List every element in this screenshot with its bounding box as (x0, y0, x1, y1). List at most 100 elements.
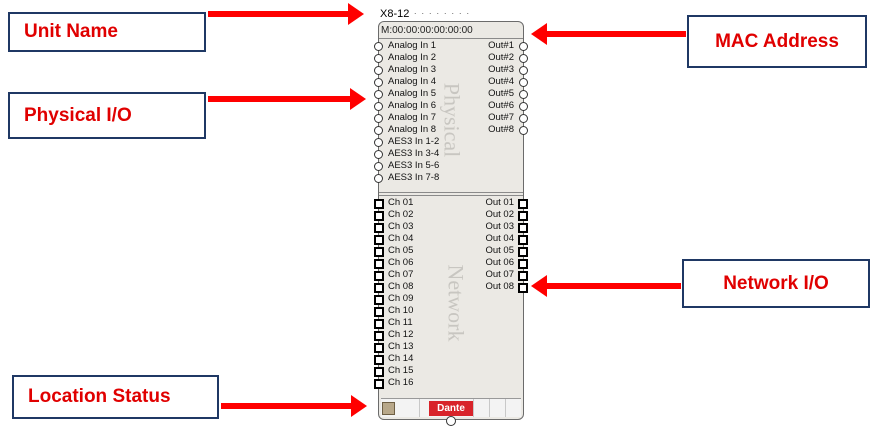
network-input-pin[interactable] (374, 211, 384, 221)
network-input-pin[interactable] (374, 259, 384, 269)
network-input-1: Ch 01 (388, 197, 414, 208)
location-status-indicator[interactable] (382, 402, 395, 415)
network-output-6: Out 06 (485, 257, 514, 268)
network-input-pin[interactable] (374, 271, 384, 281)
network-input-pin[interactable] (374, 343, 384, 353)
network-input-5: Ch 05 (388, 245, 414, 256)
network-input-pin[interactable] (374, 283, 384, 293)
callout-label: Location Status (28, 386, 171, 407)
network-input-pin[interactable] (374, 367, 384, 377)
physical-input-pin[interactable] (374, 174, 383, 183)
physical-input-8: Analog In 8 (388, 124, 437, 135)
callout-mac-address: MAC Address (687, 15, 867, 68)
physical-input-6: Analog In 6 (388, 100, 437, 111)
network-input-3: Ch 03 (388, 221, 414, 232)
arrow-network-io (531, 275, 681, 297)
network-output-8: Out 08 (485, 281, 514, 292)
callout-network-io: Network I/O (682, 259, 870, 308)
arrow-mac-address (531, 23, 686, 45)
network-input-pin[interactable] (374, 295, 384, 305)
physical-input-pin[interactable] (374, 102, 383, 111)
network-input-pin[interactable] (374, 199, 384, 209)
physical-input-1: Analog In 1 (388, 40, 437, 51)
physical-watermark: Physical (439, 82, 465, 158)
grid-dots: ........ (414, 6, 475, 16)
physical-input-pin[interactable] (374, 162, 383, 171)
network-input-9: Ch 09 (388, 293, 414, 304)
physical-input-9: AES3 In 1-2 (388, 136, 440, 147)
network-output-pin[interactable] (518, 283, 528, 293)
physical-input-pin[interactable] (374, 114, 383, 123)
callout-location-status: Location Status (12, 375, 219, 419)
network-input-pin[interactable] (374, 331, 384, 341)
network-output-pin[interactable] (518, 235, 528, 245)
network-input-2: Ch 02 (388, 209, 414, 220)
network-output-1: Out 01 (485, 197, 514, 208)
physical-input-pin[interactable] (374, 78, 383, 87)
physical-output-3: Out#3 (488, 64, 514, 75)
physical-output-2: Out#2 (488, 52, 514, 63)
callout-label: MAC Address (715, 30, 839, 52)
network-input-16: Ch 16 (388, 377, 414, 388)
physical-output-pin[interactable] (519, 66, 528, 75)
callout-unit-name: Unit Name (8, 12, 206, 52)
physical-input-pin[interactable] (374, 138, 383, 147)
device-block[interactable]: M:00:00:00:00:00:00 Physical Network Dan… (374, 21, 528, 426)
physical-network-separator (379, 192, 523, 193)
callout-label: Unit Name (24, 21, 118, 42)
physical-output-pin[interactable] (519, 54, 528, 63)
physical-network-separator-2 (379, 195, 523, 196)
network-input-10: Ch 10 (388, 305, 414, 316)
physical-input-pin[interactable] (374, 42, 383, 51)
physical-input-pin[interactable] (374, 126, 383, 135)
physical-output-7: Out#7 (488, 112, 514, 123)
network-input-15: Ch 15 (388, 365, 414, 376)
physical-output-8: Out#8 (488, 124, 514, 135)
network-input-pin[interactable] (374, 247, 384, 257)
bottom-connector-pin[interactable] (446, 416, 456, 426)
network-input-pin[interactable] (374, 355, 384, 365)
physical-output-5: Out#5 (488, 88, 514, 99)
physical-input-3: Analog In 3 (388, 64, 437, 75)
network-input-12: Ch 12 (388, 329, 414, 340)
physical-output-pin[interactable] (519, 42, 528, 51)
callout-label: Physical I/O (24, 104, 132, 126)
network-output-pin[interactable] (518, 247, 528, 257)
physical-output-pin[interactable] (519, 126, 528, 135)
physical-output-pin[interactable] (519, 90, 528, 99)
network-output-pin[interactable] (518, 271, 528, 281)
physical-input-pin[interactable] (374, 90, 383, 99)
physical-input-pin[interactable] (374, 66, 383, 75)
network-input-13: Ch 13 (388, 341, 414, 352)
physical-output-pin[interactable] (519, 114, 528, 123)
physical-input-2: Analog In 2 (388, 52, 437, 63)
physical-output-6: Out#6 (488, 100, 514, 111)
physical-output-pin[interactable] (519, 102, 528, 111)
physical-output-pin[interactable] (519, 78, 528, 87)
physical-input-pin[interactable] (374, 150, 383, 159)
physical-input-4: Analog In 4 (388, 76, 437, 87)
network-output-pin[interactable] (518, 211, 528, 221)
physical-input-5: Analog In 5 (388, 88, 437, 99)
arrow-unit-name (208, 3, 364, 25)
network-output-7: Out 07 (485, 269, 514, 280)
network-output-pin[interactable] (518, 223, 528, 233)
network-input-pin[interactable] (374, 379, 384, 389)
unit-name[interactable]: X8-12 (380, 8, 410, 20)
network-input-14: Ch 14 (388, 353, 414, 364)
network-output-2: Out 02 (485, 209, 514, 220)
network-output-pin[interactable] (518, 259, 528, 269)
network-input-pin[interactable] (374, 307, 384, 317)
callout-physical-io: Physical I/O (8, 92, 206, 139)
network-input-pin[interactable] (374, 235, 384, 245)
dante-label: Dante (437, 403, 465, 414)
network-output-3: Out 03 (485, 221, 514, 232)
physical-output-4: Out#4 (488, 76, 514, 87)
network-input-pin[interactable] (374, 223, 384, 233)
mac-address: M:00:00:00:00:00:00 (381, 25, 473, 36)
network-input-8: Ch 08 (388, 281, 414, 292)
physical-input-pin[interactable] (374, 54, 383, 63)
physical-input-7: Analog In 7 (388, 112, 437, 123)
network-output-pin[interactable] (518, 199, 528, 209)
network-input-pin[interactable] (374, 319, 384, 329)
